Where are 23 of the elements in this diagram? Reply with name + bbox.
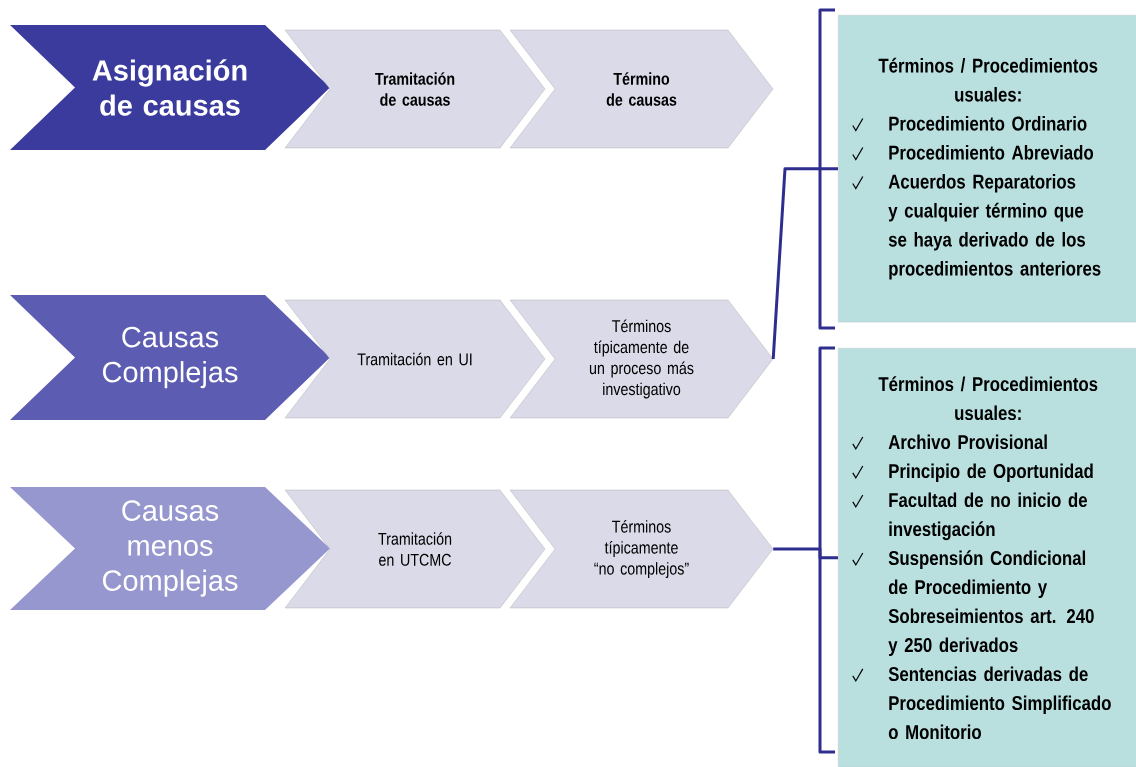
stage-box: Causas menos Complejas (10, 487, 330, 610)
stage-box: Causas Complejas (10, 295, 330, 420)
list-item: Archivo Provisional (888, 434, 1047, 450)
connector-line (771, 167, 838, 360)
connector-line (773, 547, 838, 560)
list-item: Acuerdos Reparatorios y cualquier término que se haya derivado de los procedimientos anteriores (888, 173, 1101, 280)
text-box (838, 15, 1136, 323)
list-item: Facultad de no inicio de investigación (889, 492, 1087, 541)
stage-box: Asignación de causas (10, 25, 330, 150)
step-box: Términos típicamente de un proceso más investigativo (509, 299, 774, 419)
step-box: Tramitación en UTCMC (284, 489, 546, 609)
step-box: Tramitación de causas (284, 29, 546, 149)
box-heading: Términos / Procedimientos usuales: (878, 376, 1098, 421)
list-item: Suspensión Condicional de Procedimiento y Sobreseimientos art. 240 y 250 derivados (888, 550, 1094, 657)
list-item: Procedimiento Ordinario (889, 115, 1087, 131)
box-heading: Términos / Procedimientos usuales: (878, 57, 1098, 102)
step-box: Términos típicamente “no complejos” (509, 489, 774, 609)
step-box: Tramitación en UI (284, 299, 546, 419)
list-item: Principio de Oportunidad (889, 463, 1093, 483)
text-box (838, 348, 1136, 767)
step-box: Término de causas (509, 29, 774, 149)
list-item: Sentencias derivadas de Procedimiento Simplificado o Monitorio (888, 666, 1111, 740)
list-item: Procedimiento Abreviado (889, 144, 1094, 160)
